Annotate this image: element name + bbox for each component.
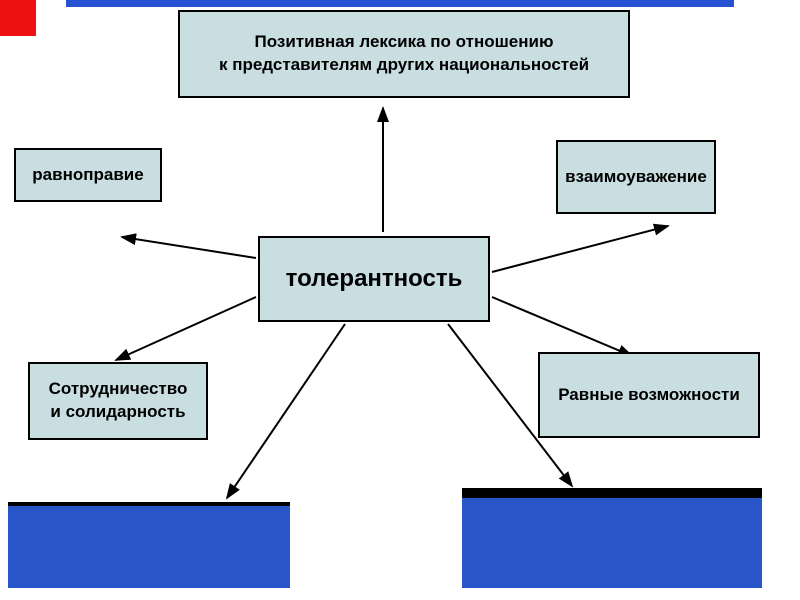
node-positive-vocabulary-line2: к представителям других национальностей [218,55,590,74]
node-positive-vocabulary: Позитивная лексика по отношению к предст… [178,10,630,98]
node-mutual-respect: взаимоуважение [556,140,716,214]
top-blue-bar [66,0,734,7]
arrow-center-to-equality [120,233,257,259]
node-equal-opportunities-label: Равные возможности [558,384,740,404]
arrow-center-to-respect [491,223,670,273]
bottom-blue-box-left [8,502,290,588]
node-tolerance-center: толерантность [258,236,490,322]
red-corner-decoration [0,0,36,36]
node-equal-opportunities: Равные возможности [538,352,760,438]
bottom-blue-box-right [462,488,762,588]
node-mutual-respect-label: взаимоуважение [565,166,707,186]
node-cooperation-line2: и солидарность [50,402,186,421]
node-cooperation-solidarity: Сотрудничество и солидарность [28,362,208,440]
node-equality-label: равноправие [32,164,144,184]
arrow-center-to-bottom-left [225,323,346,500]
arrow-center-to-cooperation [114,296,257,361]
node-cooperation-line1: Сотрудничество [48,379,188,399]
node-positive-vocabulary-line1: Позитивная лексика по отношению [254,32,554,52]
node-equality: равноправие [14,148,162,202]
node-tolerance-label: толерантность [285,264,463,292]
arrow-center-to-opportunities [491,296,634,357]
